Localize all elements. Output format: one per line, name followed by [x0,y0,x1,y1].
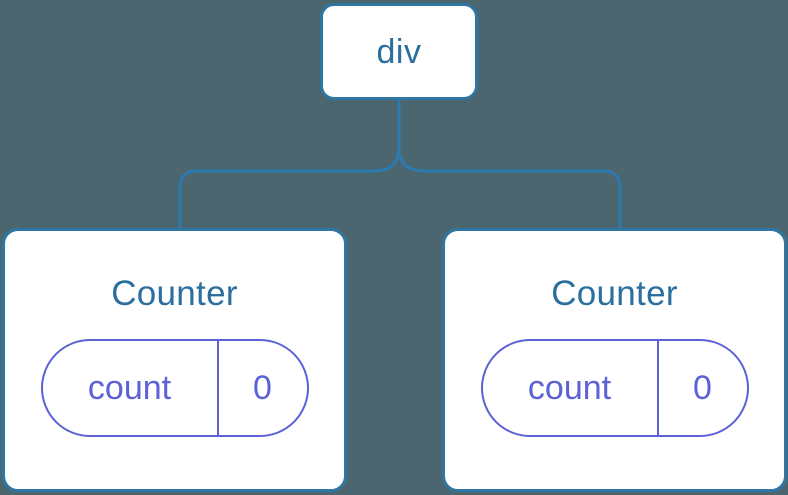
counter-right-title: Counter [551,274,678,313]
connector-branch-left [178,151,401,228]
counter-left-state-pill[interactable]: count 0 [40,339,309,437]
counter-left-state-value: 0 [253,369,272,407]
node-counter-right[interactable]: Counter count 0 [442,228,787,492]
connector-branch-right [397,151,622,228]
counter-left-state-key: count [43,341,219,435]
node-div-root[interactable]: div [320,3,478,100]
node-counter-left[interactable]: Counter count 0 [2,228,347,492]
counter-left-title: Counter [111,274,238,313]
node-div-label: div [376,32,422,71]
counter-right-state-value: 0 [693,369,712,407]
counter-right-state-key: count [483,341,659,435]
counter-right-state-pill[interactable]: count 0 [480,339,749,437]
